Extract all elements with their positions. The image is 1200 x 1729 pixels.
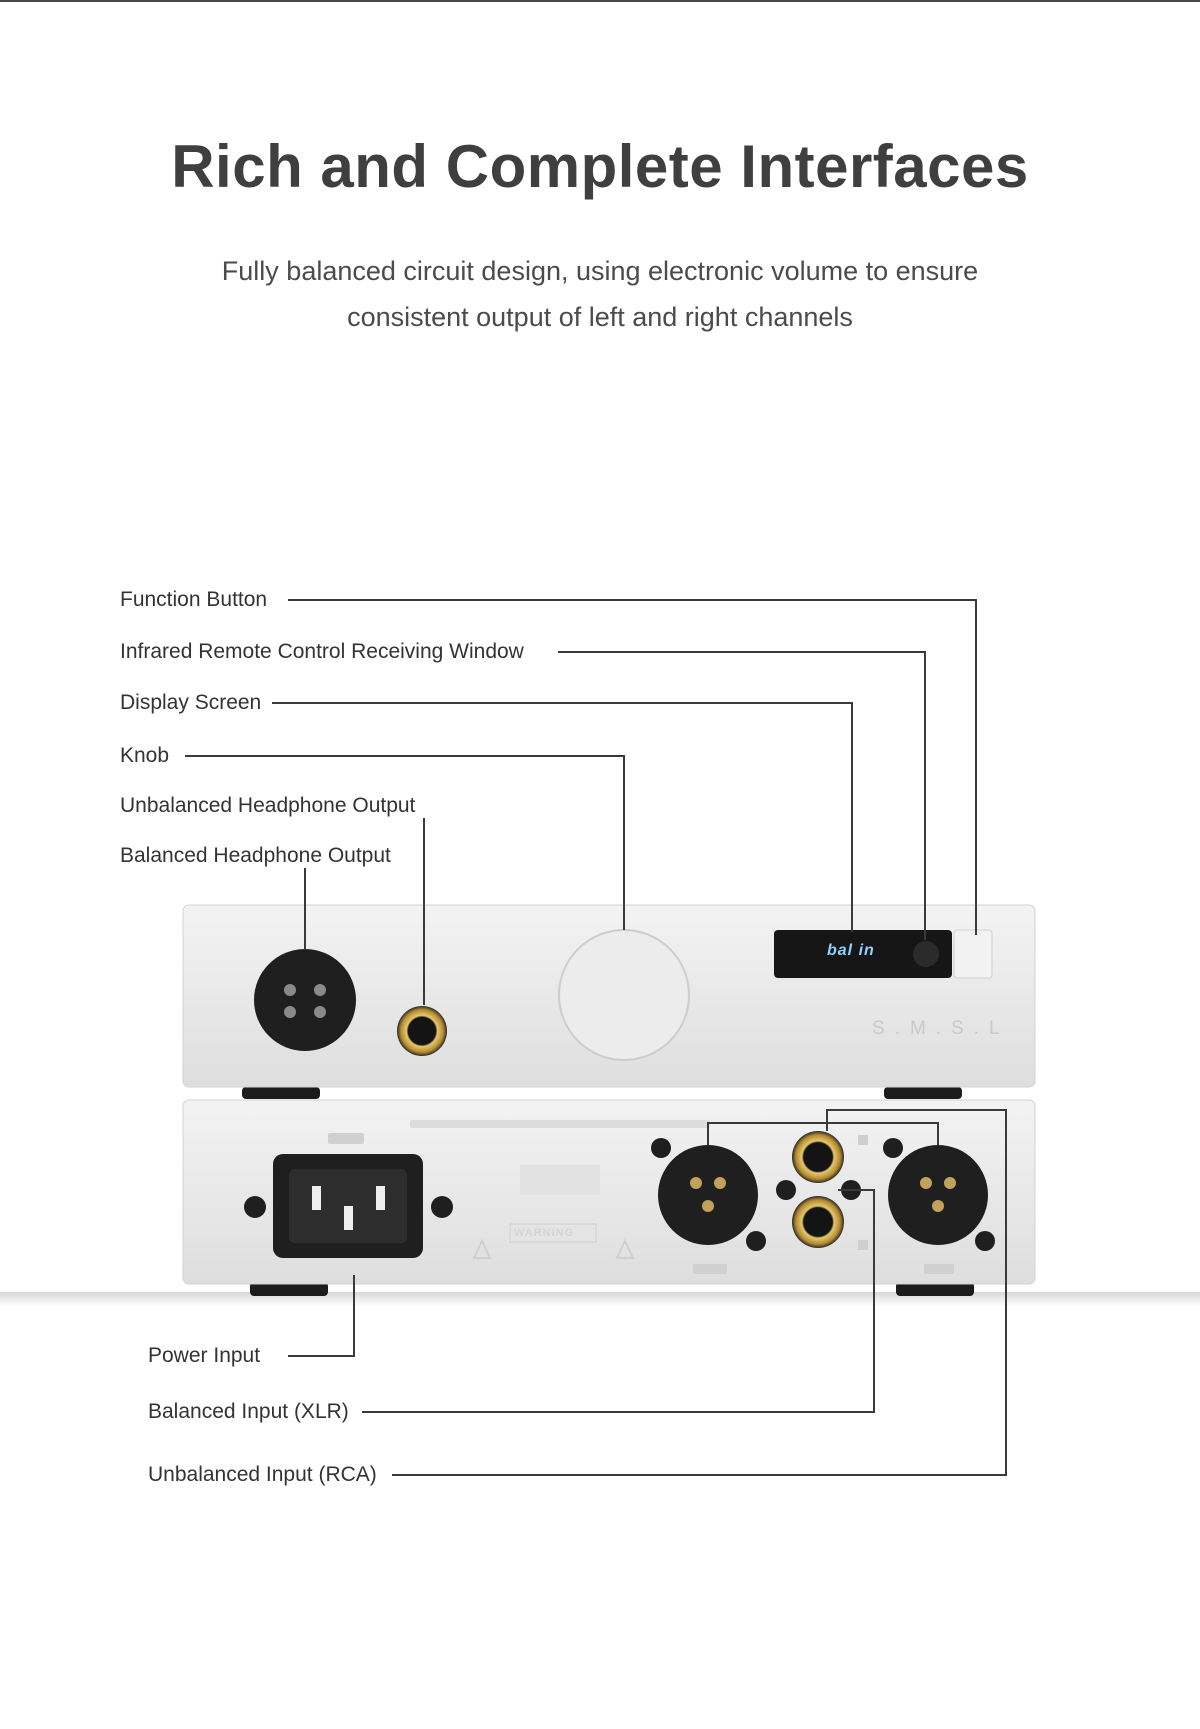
leader-function-button [288,599,977,935]
leader-unbalanced-input [392,1109,1007,1476]
leader-xlr-bridge [707,1122,939,1145]
function-button [953,929,993,979]
volume-knob [558,929,690,1061]
rca-input-right [792,1196,844,1248]
warning-label: WARNING [514,1227,575,1239]
rear-unit [182,1099,1036,1296]
page-title: Rich and Complete Interfaces [171,133,1029,200]
leader-balanced-input [362,1189,875,1413]
leader-power-input [288,1275,355,1357]
unbalanced-headphone-jack [397,1006,447,1056]
top-rule [0,0,1200,2]
leader-ir-window [558,651,926,940]
floor-shadow [0,1292,1200,1306]
label-balanced-headphone-output: Balanced Headphone Output [120,844,395,868]
display-screen [774,930,952,978]
label-function-button: Function Button [120,588,272,612]
label-power-input: Power Input [148,1344,265,1368]
subtitle-line-1: Fully balanced circuit design, using ele… [221,256,979,286]
rear-foot-right [896,1282,974,1296]
rear-foot-left [250,1282,328,1296]
leader-display-screen [272,702,853,932]
subtitle-line-2: consistent output of left and right chan… [347,302,853,332]
label-knob: Knob [120,744,174,768]
subtitle: Fully balanced circuit design, using ele… [150,248,1050,340]
front-unit [182,904,1036,1099]
label-ir-window: Infrared Remote Control Receiving Window [120,640,528,664]
rca-input-left [792,1131,844,1183]
label-unbalanced-input: Unbalanced Input (RCA) [148,1463,381,1487]
rear-leader-lines [288,1109,1007,1476]
front-foot-left [242,1087,320,1099]
xlr-input-right [888,1145,988,1245]
front-leader-lines [185,599,977,1005]
label-balanced-input: Balanced Input (XLR) [148,1400,353,1424]
balanced-headphone-jack [254,949,356,1051]
label-unbalanced-headphone-output: Unbalanced Headphone Output [120,794,420,818]
brand-logo: S.M.S.L [872,1018,1010,1039]
xlr-input-left [658,1145,758,1245]
leader-knob [185,755,625,930]
front-foot-right [884,1087,962,1099]
display-readout: bal in [827,942,875,959]
ir-window [913,941,939,967]
label-display-screen: Display Screen [120,691,266,715]
